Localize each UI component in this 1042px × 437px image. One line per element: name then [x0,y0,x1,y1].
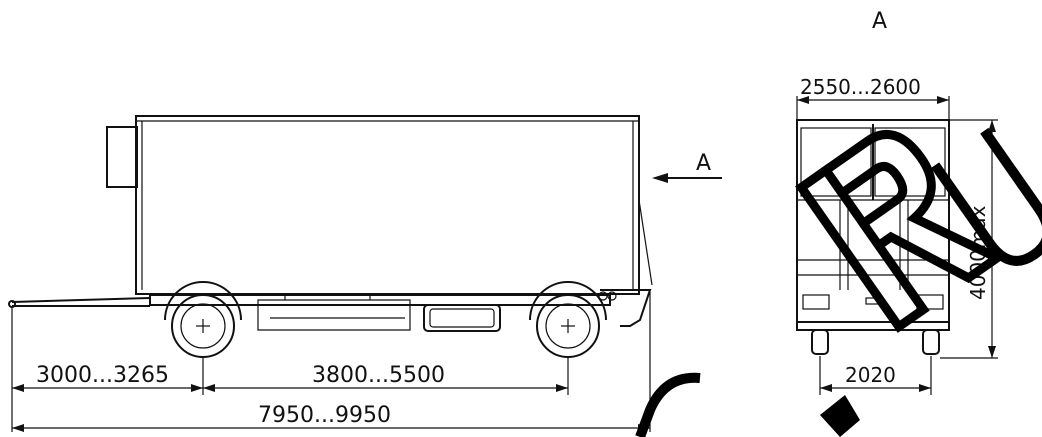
watermark [635,127,1042,437]
rear-body [796,119,950,331]
cargo-box [135,115,640,295]
left-tail-light [802,294,830,310]
rear-wheel [529,281,607,358]
watermark-dot [820,395,860,437]
track-dimension: 2020 [845,363,896,387]
rear-right-wheel [922,329,940,355]
side-dimensions: 3000...3265 3800...5500 7950...9950 [11,292,651,432]
view-arrow [652,173,722,183]
chassis-frame [149,294,611,306]
watermark-shape-left [635,372,701,437]
rear-bumper [600,289,652,327]
overall-length-dimension: 7950...9950 [258,403,391,428]
wheelbase-dimension: 3800...5500 [312,363,445,388]
rear-left-wheel [811,329,829,355]
watermark-letter-u [931,127,1042,266]
drawbar [11,297,151,307]
view-a-title: A [872,9,887,34]
watermark-letter-r [795,129,1007,333]
width-dimension: 2550...2600 [800,75,921,99]
drawbar-to-axle-dimension: 3000...3265 [36,363,169,388]
tool-box [423,304,501,332]
refrigeration-unit [106,126,138,188]
front-wheel [164,281,242,358]
view-arrow-label: A [696,151,711,176]
side-view: A [8,115,722,358]
